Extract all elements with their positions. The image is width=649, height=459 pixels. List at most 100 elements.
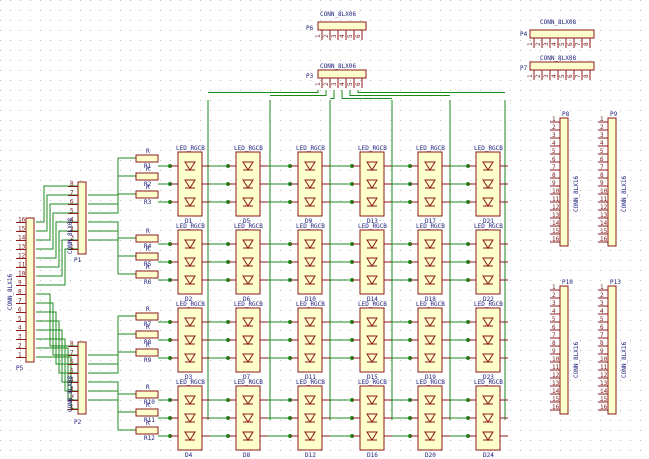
led-value-label: LED_RGCB (474, 145, 503, 152)
led-ref-label: D2 (185, 296, 193, 303)
pin-number: 1 (600, 284, 604, 291)
diode-symbol (304, 395, 316, 405)
led-value-label: LED_RGCB (296, 223, 325, 230)
resistor-ref-label: R6 (144, 279, 152, 286)
pin-number: 3 (331, 82, 338, 86)
resistor: RR9 (135, 342, 159, 364)
p3-fanout-wire (208, 90, 319, 93)
connector-body (607, 117, 617, 247)
pin-number: 4 (600, 140, 604, 147)
pin-number: 3 (600, 132, 604, 139)
connector-value-label: CONN_8LX16 (7, 273, 14, 310)
diode-symbol (242, 239, 254, 249)
diode-symbol (482, 197, 494, 207)
led-ref-label: D8 (243, 452, 251, 459)
resistor-ref-label: R7 (144, 321, 152, 328)
pin-number: 2 (600, 292, 604, 299)
led-ref-label: D4 (185, 452, 193, 459)
led-ref-label: D22 (483, 296, 494, 303)
led-ref-label: D18 (425, 296, 436, 303)
pin-number: 1 (552, 116, 556, 123)
diode-symbol (366, 161, 378, 171)
pin-number: 5 (552, 148, 556, 155)
p5-to-p1-wire (36, 203, 78, 241)
pin-number: 6 (567, 42, 574, 46)
pin-number: 5 (347, 34, 354, 38)
connector-ref-label: P6 (306, 25, 314, 32)
pin-number: 10 (552, 356, 560, 363)
led-ref-label: D19 (425, 374, 436, 381)
pin-number: 12 (552, 204, 560, 211)
pin-number: 7 (575, 74, 582, 78)
connector-ref-label: P13 (610, 279, 621, 286)
diode-symbol (184, 353, 196, 363)
resistor-value-label: R (146, 184, 150, 191)
diode-symbol (366, 275, 378, 285)
led-ref-label: D13 (367, 218, 378, 225)
p1-to-resistor-wire (88, 239, 119, 274)
pin-number: 14 (552, 220, 560, 227)
diode-symbol (184, 197, 196, 207)
diode-symbol (366, 257, 378, 267)
diode-symbol (424, 275, 436, 285)
connector-ref-label: P3 (306, 73, 314, 80)
diode-symbol (242, 179, 254, 189)
diode-symbol (304, 239, 316, 249)
pin-number: 5 (552, 316, 556, 323)
diode-symbol (242, 161, 254, 171)
pin-number: 1 (70, 404, 74, 411)
pin-number: 4 (551, 42, 558, 46)
connector-value-label: CONN_8LX16 (573, 341, 580, 378)
resistor-value-label: R (146, 324, 150, 331)
pin-number: 10 (18, 271, 26, 278)
diode-symbol (184, 161, 196, 171)
pin-number: 15 (552, 396, 560, 403)
connector-body (559, 285, 569, 415)
led-value-label: LED_RGCB (176, 301, 205, 308)
diode-symbol (482, 161, 494, 171)
pin-number: 15 (552, 228, 560, 235)
resistor-value-label: R (146, 148, 150, 155)
pin-number: 6 (355, 34, 362, 38)
pin-number: 7 (575, 42, 582, 46)
pin-number: 4 (70, 377, 74, 384)
pin-number: 9 (552, 348, 556, 355)
pin-number: 15 (600, 228, 608, 235)
diode-symbol (184, 335, 196, 345)
diode-symbol (242, 335, 254, 345)
pin-number: 7 (600, 164, 604, 171)
led-ref-label: D14 (367, 296, 378, 303)
pin-number: 9 (18, 280, 22, 287)
resistor-value-label: R (146, 384, 150, 391)
p1-to-resistor-wire (88, 194, 119, 214)
pin-number: 2 (70, 235, 74, 242)
diode-symbol (242, 275, 254, 285)
pin-number: 4 (552, 308, 556, 315)
resistor-body (135, 154, 159, 163)
led-value-label: LED_RGCB (474, 301, 503, 308)
connector-value-label: CONN_8LX06 (320, 63, 357, 70)
pin-number: 2 (535, 42, 542, 46)
pin-number: 5 (70, 368, 74, 375)
diode-symbol (242, 395, 254, 405)
diode-symbol (304, 353, 316, 363)
connector-body (529, 61, 595, 71)
led-value-label: LED_RGCB (416, 223, 445, 230)
p2-to-resistor-wire (88, 381, 119, 394)
diode-symbol (304, 197, 316, 207)
p5-to-p1-wire (36, 212, 78, 250)
connector-ref-label: P1 (74, 257, 82, 264)
resistor-ref-label: R10 (144, 399, 155, 406)
diode-symbol (184, 239, 196, 249)
pin-number: 8 (600, 340, 604, 347)
